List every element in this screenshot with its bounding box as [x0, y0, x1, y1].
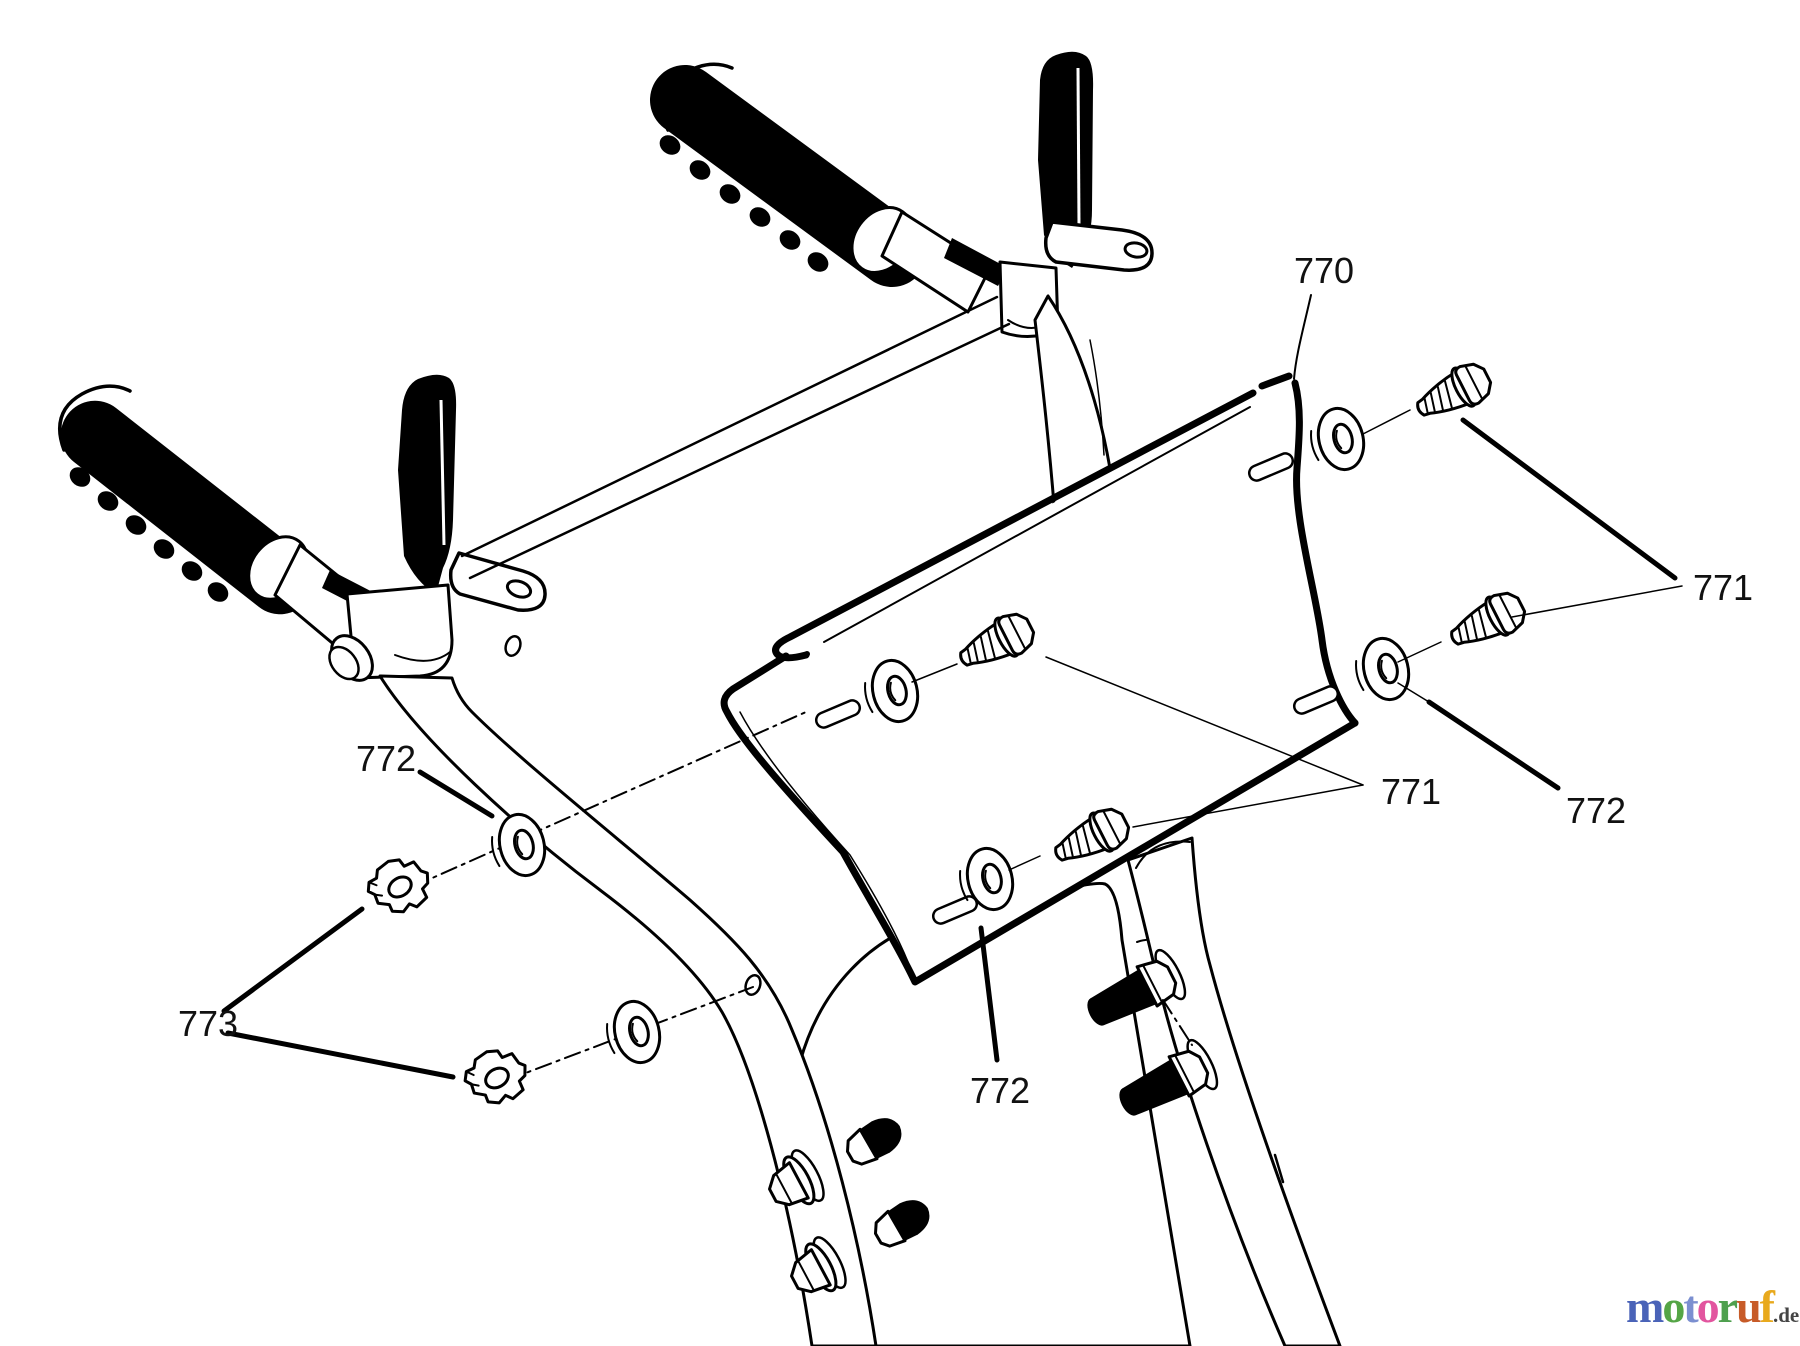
star-locknut-773 — [461, 1047, 530, 1108]
panel-slot — [1247, 452, 1295, 482]
logo-letter-2: t — [1683, 1281, 1698, 1332]
control-lever — [398, 374, 457, 594]
grip-end-cap-outline — [58, 384, 132, 452]
leader-lines — [221, 294, 1683, 1080]
screw-771 — [1407, 355, 1498, 431]
screw-771 — [1441, 584, 1532, 660]
top-handle-assembly — [649, 51, 1154, 532]
rod-bracket — [448, 551, 547, 612]
logo-letter-0: m — [1626, 1281, 1664, 1332]
part-label-771: 771 — [1381, 771, 1441, 812]
bracket-hole — [1123, 241, 1149, 259]
rod-bracket — [1043, 220, 1154, 272]
logo-letter-4: r — [1717, 1281, 1738, 1332]
grip-ribs — [69, 467, 229, 602]
panel-fold-line — [823, 406, 1251, 643]
hex-flange-bolt — [790, 1236, 847, 1294]
panel-slot — [1292, 685, 1340, 715]
logo-letter-3: o — [1696, 1281, 1720, 1332]
panel-hem-line — [739, 711, 909, 963]
logo-tld: .de — [1773, 1303, 1800, 1327]
grip-ribs — [659, 135, 829, 272]
washer-772 — [1348, 632, 1417, 708]
tube-hole-upper — [504, 635, 522, 657]
carriage-bolt-cap — [845, 1118, 902, 1166]
part-label-773: 773 — [178, 1003, 238, 1044]
stud-with-nut — [1119, 1038, 1219, 1116]
assembly-axis — [384, 711, 807, 900]
stud-with-nut — [1087, 948, 1187, 1026]
washer-772 — [1303, 402, 1372, 478]
left-handle-assembly — [58, 374, 878, 1346]
logo-letter-1: o — [1662, 1281, 1685, 1332]
cross-rod — [460, 295, 1011, 580]
control-panel — [720, 372, 1359, 986]
washer-772 — [599, 995, 668, 1071]
carriage-bolt-cap — [873, 1200, 930, 1248]
part-label-772: 772 — [1566, 790, 1626, 831]
part-label-771: 771 — [1693, 567, 1753, 608]
part-label-772: 772 — [356, 738, 416, 779]
star-locknut-773 — [363, 854, 434, 918]
logo-letter-6: f — [1759, 1281, 1775, 1332]
bracket-hole — [505, 579, 533, 599]
part-label-772: 772 — [970, 1070, 1030, 1111]
tube-hole-lower — [744, 974, 762, 996]
motoruf-logo[interactable]: motoruf.de — [1626, 1284, 1799, 1330]
hex-flange-bolt — [768, 1149, 825, 1207]
logo-letter-5: u — [1736, 1281, 1762, 1332]
panel-slot — [814, 699, 862, 729]
lever-lower-arm — [944, 238, 1008, 286]
part-label-770: 770 — [1294, 250, 1354, 291]
